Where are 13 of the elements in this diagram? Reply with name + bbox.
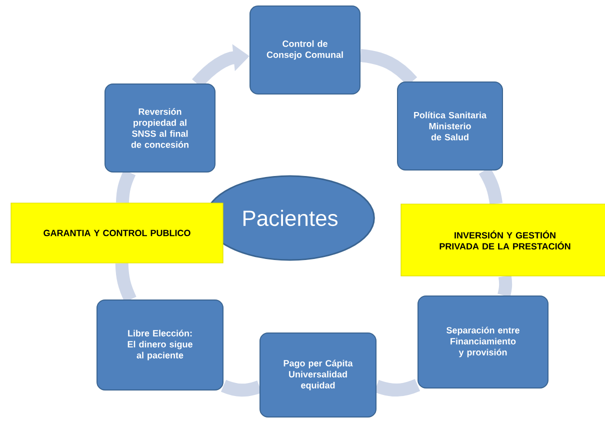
process-box: Libre Elección: El dinero sigue al paciente xyxy=(96,299,224,390)
cycle-arc xyxy=(115,263,136,302)
highlight-box: INVERSIÓN Y GESTIÓN PRIVADA DE LA PRESTACIÓN xyxy=(400,204,605,276)
process-box: Control de Consejo Comunal xyxy=(250,6,360,94)
process-box: Reversión propiedad al SNSS al final de concesión xyxy=(104,84,216,172)
process-box: Pago per Cápita Universalidad equidad xyxy=(260,332,376,418)
cycle-arc xyxy=(221,380,262,397)
highlight-box: GARANTIA Y CONTROL PUBLICO xyxy=(10,202,224,264)
process-box: Política Sanitaria Ministerio de Salud xyxy=(397,82,503,170)
cycle-arc xyxy=(116,170,136,203)
cycle-arc xyxy=(498,275,512,298)
process-box: Separación entre Financiamiento y provisión xyxy=(418,295,548,388)
cycle-arc xyxy=(374,379,420,397)
